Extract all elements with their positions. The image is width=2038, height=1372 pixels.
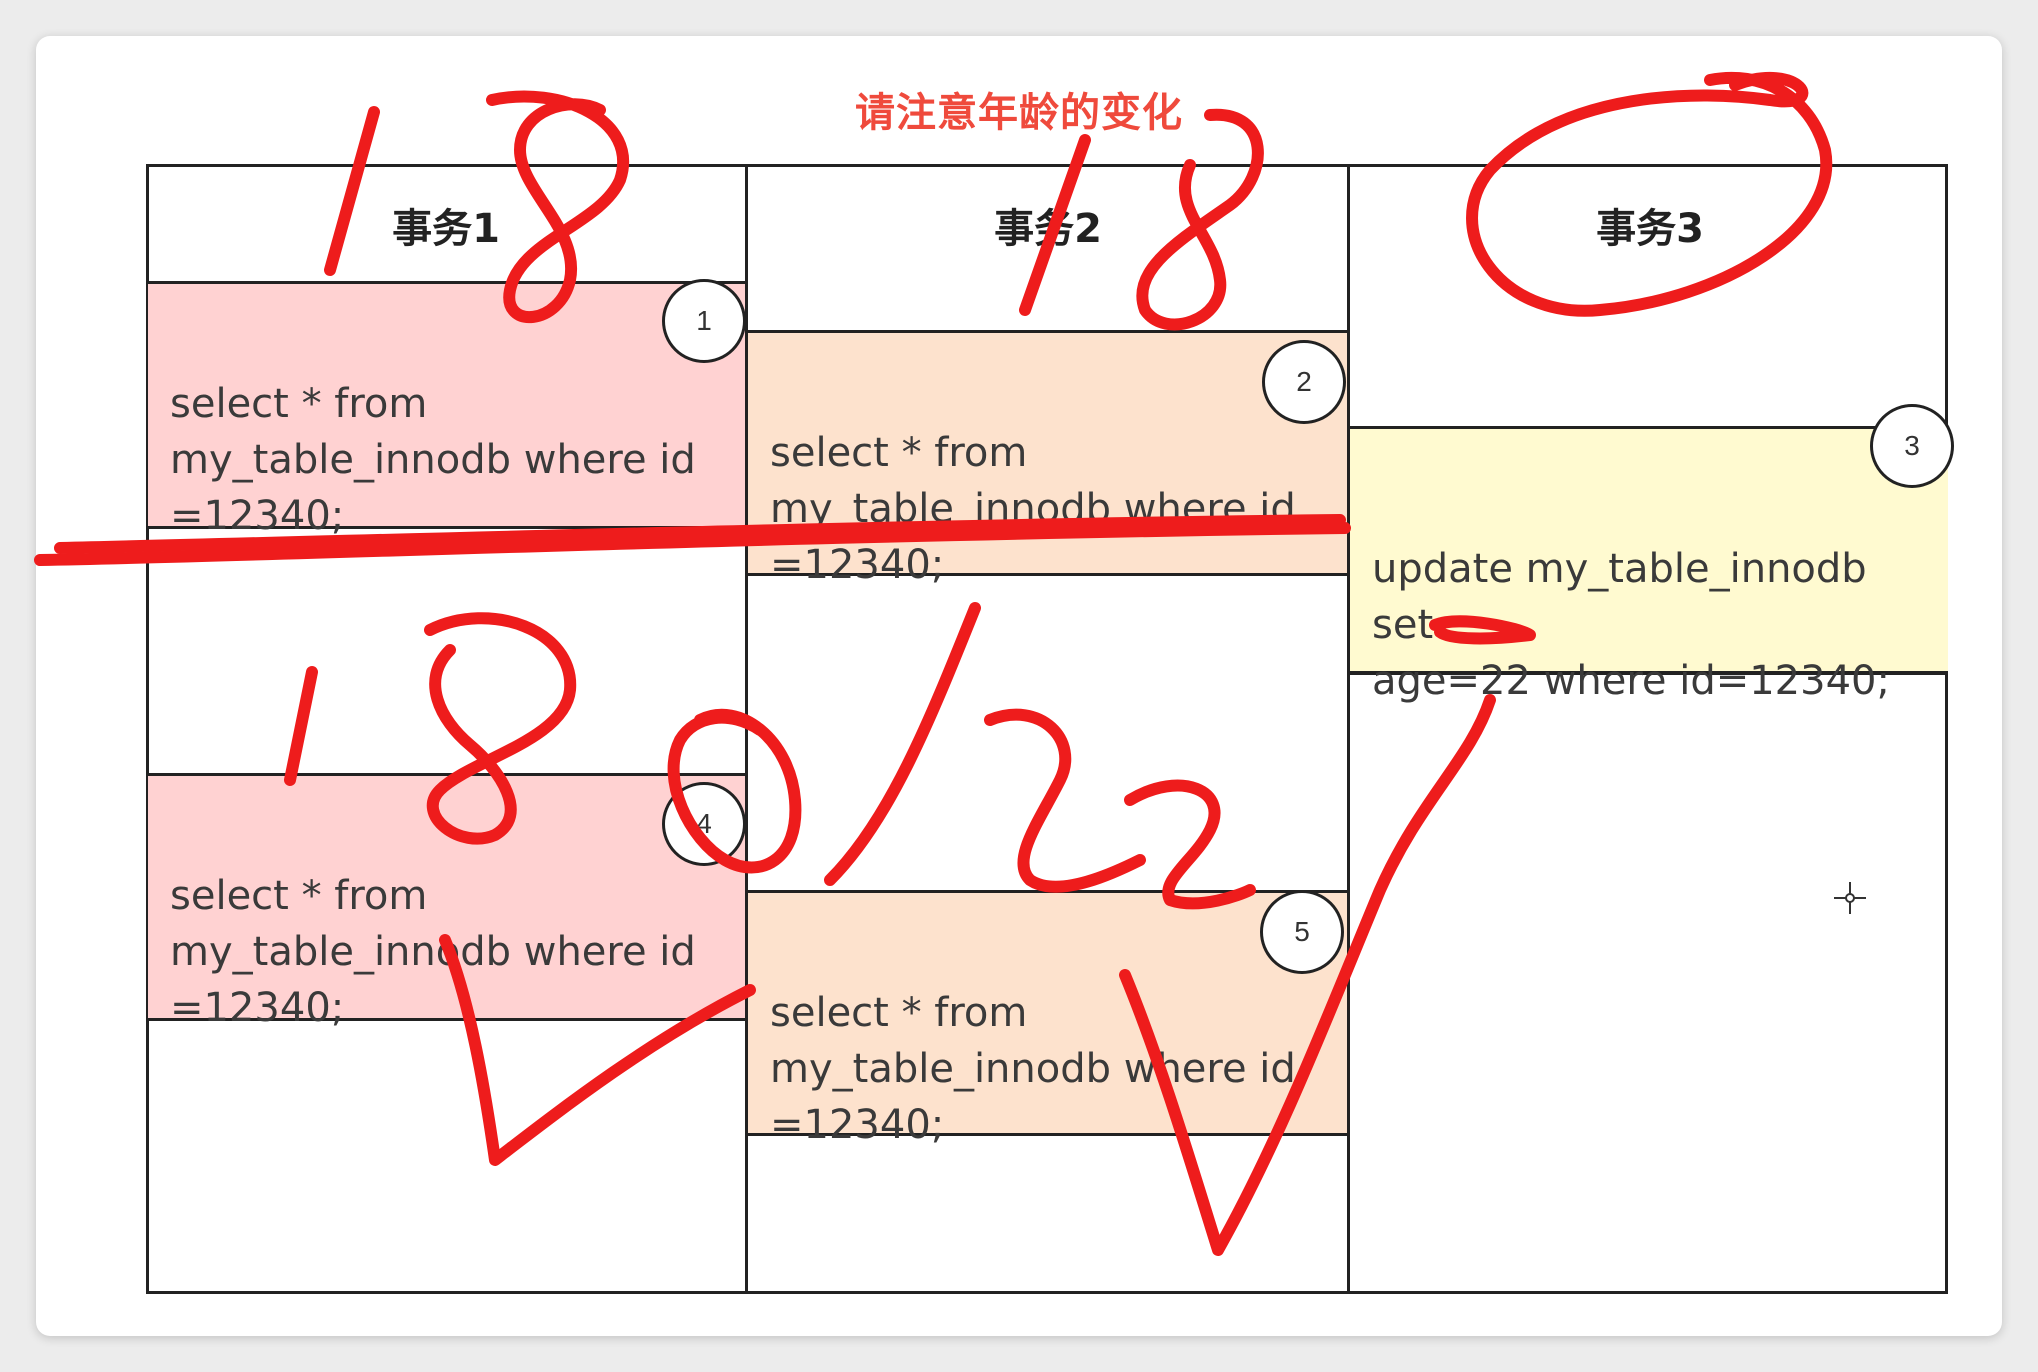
step-1-badge: 1: [662, 279, 746, 363]
step-2-badge: 2: [1262, 340, 1346, 424]
step-4-badge: 4: [662, 782, 746, 866]
column-header-txn2: 事务2: [994, 206, 1102, 252]
step-1-sql: select * from my_table_innodb where id =…: [170, 381, 696, 539]
step-1-box: select * from my_table_innodb where id =…: [148, 281, 745, 539]
column-header-txn1: 事务1: [392, 206, 500, 252]
step-4-box: select * from my_table_innodb where id =…: [148, 773, 745, 1031]
step-2-box: select * from my_table_innodb where id =…: [748, 330, 1347, 588]
step-5-badge: 5: [1260, 890, 1344, 974]
step-3-sql: update my_table_innodb set age=22 where …: [1372, 546, 1890, 704]
step-5-box: select * from my_table_innodb where id =…: [748, 890, 1347, 1148]
step-3-box: update my_table_innodb set age=22 where …: [1350, 426, 1948, 704]
crosshair-cursor-icon: [1834, 882, 1866, 914]
column-header-txn3: 事务3: [1596, 206, 1704, 252]
step-5-sql: select * from my_table_innodb where id =…: [770, 990, 1296, 1148]
column-divider-2: [1347, 164, 1350, 1294]
step-3-badge: 3: [1870, 404, 1954, 488]
step-4-sql: select * from my_table_innodb where id =…: [170, 873, 696, 1031]
step-2-sql: select * from my_table_innodb where id =…: [770, 430, 1296, 588]
page-title: 请注意年龄的变化: [855, 90, 1183, 136]
